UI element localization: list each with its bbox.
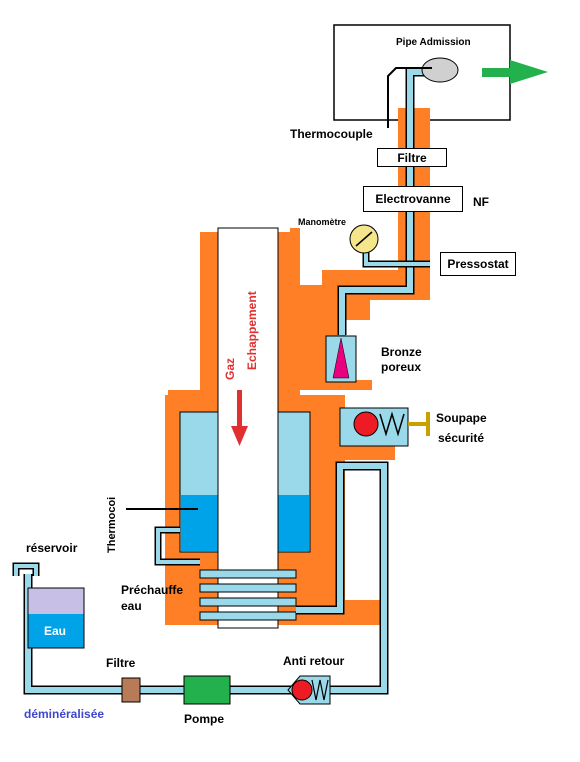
echappement-label: Echappement — [245, 291, 259, 370]
feed-housing — [290, 108, 430, 398]
filtre-bottom-label: Filtre — [106, 656, 136, 670]
thermocouple-side-label: Thermocoi — [106, 496, 118, 553]
bronze-label: Bronze — [381, 345, 422, 359]
admission-nozzle — [421, 57, 459, 83]
water-feed-line-fill — [25, 463, 387, 693]
outlet-arrow — [482, 60, 548, 84]
thermocouple-wire-top — [387, 67, 432, 128]
anti-retour-label: Anti retour — [283, 654, 345, 668]
soupape-label: Soupape — [436, 411, 487, 425]
reservoir-tank — [12, 562, 85, 649]
pressostat-box: Pressostat — [440, 252, 516, 276]
securite-label: sécurité — [438, 431, 485, 445]
filtre-top-box: Filtre — [377, 148, 447, 167]
porous-bronze — [325, 335, 357, 383]
boiler-top-left — [200, 232, 220, 397]
eau-word-label: eau — [121, 599, 142, 613]
prechauffe-label: Préchauffe — [121, 583, 184, 597]
exhaust-flue — [217, 227, 279, 629]
manometer-gauge — [349, 224, 379, 254]
poreux-label: poreux — [381, 360, 422, 374]
safety-valve — [339, 407, 430, 447]
water-level-left — [181, 495, 218, 551]
nf-label: NF — [473, 195, 489, 209]
manometre-label: Manomètre — [298, 217, 347, 227]
thermocouple-top-label: Thermocouple — [290, 127, 373, 141]
boiler-top-right — [276, 232, 296, 397]
gaz-label: Gaz — [223, 357, 237, 380]
pipe-admission-label: Pipe Admission — [396, 37, 471, 48]
gas-flow-arrow — [231, 390, 248, 446]
preheat-coils — [199, 569, 297, 621]
demineralisee-label: déminéralisée — [24, 707, 105, 721]
water-level-right — [278, 495, 309, 551]
eau-tank-label: Eau — [44, 624, 67, 638]
anti-return-valve — [287, 675, 331, 705]
pump — [183, 675, 231, 705]
steam-line-fill — [339, 76, 413, 335]
electrovanne-box: Electrovanne — [363, 186, 463, 212]
bottom-filter — [121, 677, 141, 703]
sight-tube-fill — [156, 528, 200, 564]
pompe-label: Pompe — [184, 712, 225, 726]
reservoir-label: réservoir — [26, 541, 78, 555]
